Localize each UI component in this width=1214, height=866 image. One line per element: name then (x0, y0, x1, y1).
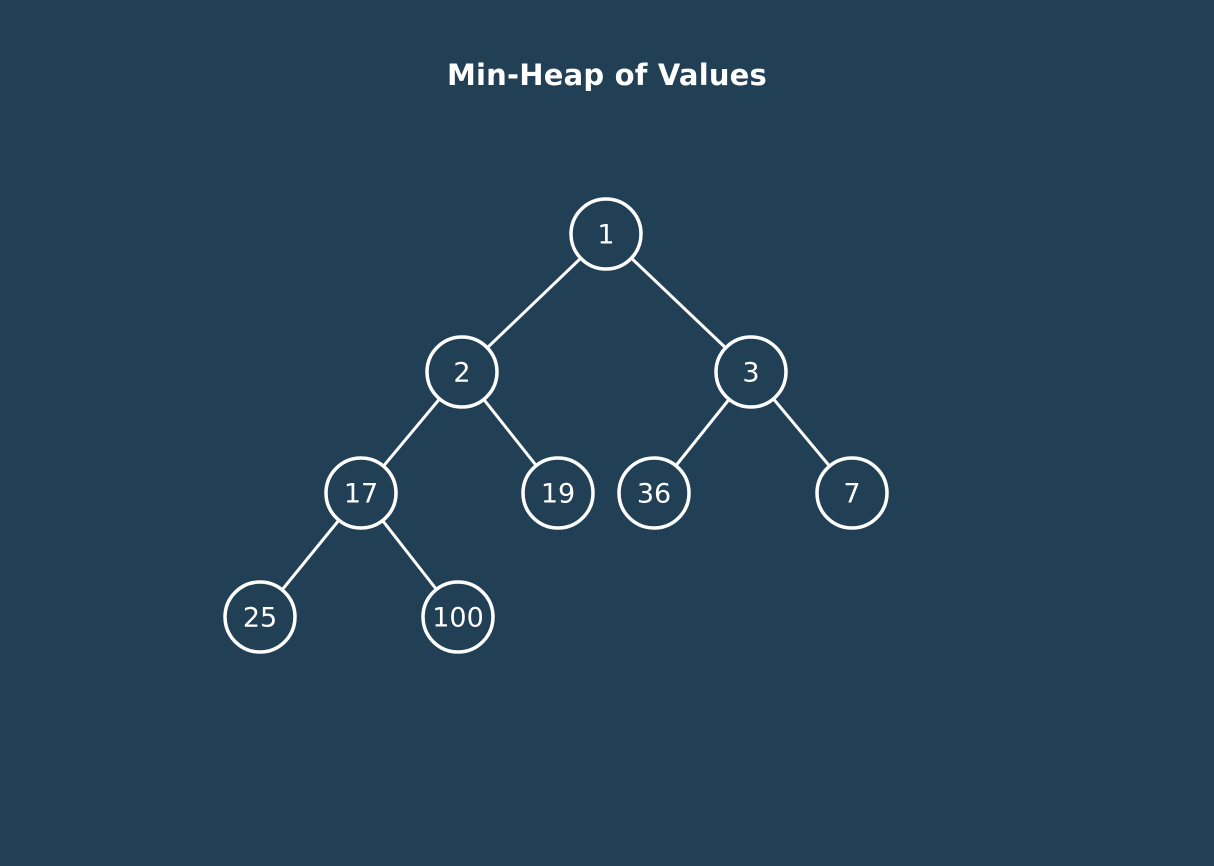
heap-node-36: 36 (617, 456, 691, 530)
node-circle (569, 197, 643, 271)
node-label: 3 (742, 358, 759, 389)
node-label: 2 (453, 358, 470, 389)
node-circle (714, 335, 788, 409)
node-circle (617, 456, 691, 530)
node-label: 25 (243, 603, 277, 634)
nodes-layer: 1 2 3 17 19 36 7 25 100 (223, 197, 889, 654)
edges-layer (258, 232, 854, 618)
node-label: 7 (843, 479, 860, 510)
node-circle (425, 335, 499, 409)
heap-node-17: 17 (324, 456, 398, 530)
diagram-title: Min-Heap of Values (446, 58, 768, 92)
heap-node-2: 2 (425, 335, 499, 409)
heap-node-100: 100 (421, 580, 495, 654)
node-label: 19 (541, 479, 575, 510)
node-label: 17 (344, 479, 378, 510)
node-label: 100 (432, 603, 484, 634)
node-label: 1 (597, 220, 614, 251)
node-circle (324, 456, 398, 530)
node-circle (223, 580, 297, 654)
node-label: 36 (637, 479, 671, 510)
heap-node-3: 3 (714, 335, 788, 409)
heap-node-19: 19 (521, 456, 595, 530)
node-circle (815, 456, 889, 530)
node-circle (421, 580, 495, 654)
heap-node-7: 7 (815, 456, 889, 530)
heap-node-25: 25 (223, 580, 297, 654)
node-circle (521, 456, 595, 530)
heap-node-1: 1 (569, 197, 643, 271)
